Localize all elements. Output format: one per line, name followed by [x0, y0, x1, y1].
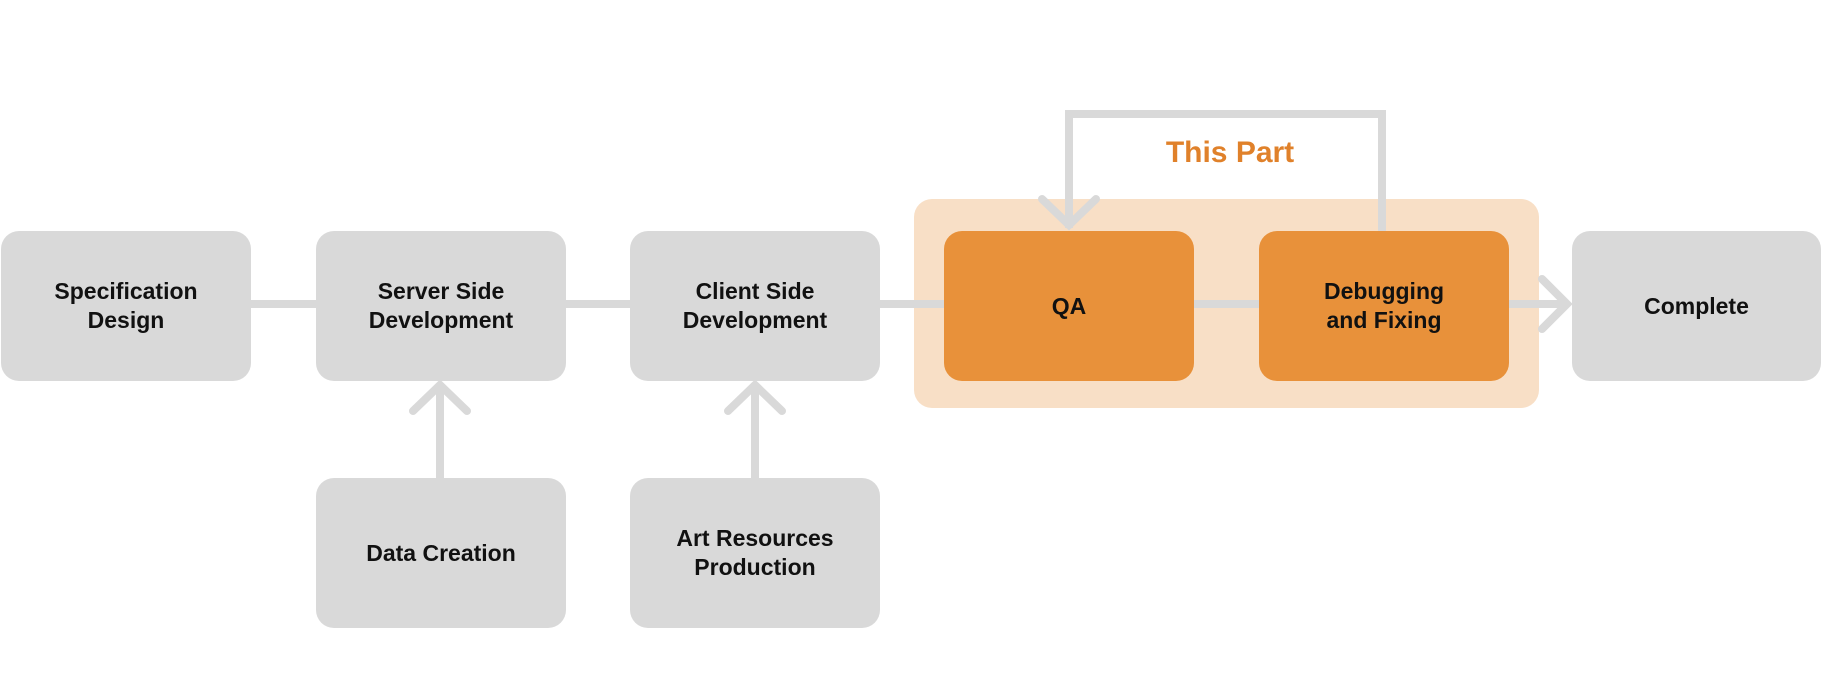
feedback-loop-debug-to-qa: [1065, 110, 1386, 235]
qa-step: QA: [944, 231, 1194, 381]
specification-design-step: Specification Design: [1, 231, 251, 381]
client-side-development-label: Client Side Development: [682, 278, 828, 333]
art-resources-production-step: Art Resources Production: [630, 478, 880, 628]
arrowhead-qa: [1038, 195, 1100, 231]
this-part-label: This Part: [1165, 136, 1295, 169]
qa-label: QA: [1051, 292, 1087, 319]
data-creation-label: Data Creation: [366, 539, 516, 566]
arrowhead-server: [409, 379, 471, 415]
server-side-development-step: Server Side Development: [316, 231, 566, 381]
complete-step: Complete: [1572, 231, 1821, 381]
arrowhead-complete: [1538, 275, 1573, 333]
specification-design-label: Specification Design: [54, 278, 198, 333]
data-creation-step: Data Creation: [316, 478, 566, 628]
debugging-and-fixing-step: Debugging and Fixing: [1259, 231, 1509, 381]
complete-label: Complete: [1644, 292, 1749, 319]
debugging-and-fixing-label: Debugging and Fixing: [1323, 278, 1445, 333]
arrowhead-client: [724, 379, 786, 415]
server-side-development-label: Server Side Development: [368, 278, 514, 333]
art-resources-production-label: Art Resources Production: [676, 525, 834, 580]
client-side-development-step: Client Side Development: [630, 231, 880, 381]
